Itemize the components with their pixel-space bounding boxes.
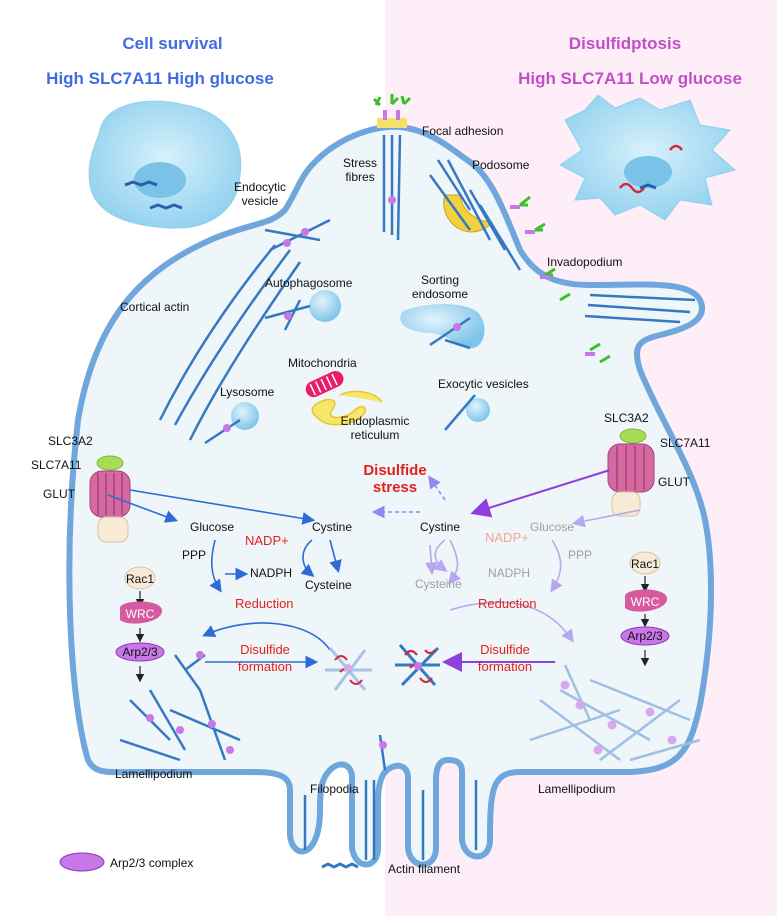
- arp23-right-label: Arp2/3: [627, 629, 663, 643]
- ppp-right-label: PPP: [568, 548, 593, 562]
- arp23-left-shape: [115, 642, 165, 662]
- rac1-left-shape: [124, 566, 156, 590]
- glut-right: [611, 491, 641, 517]
- glut-left-label: GLUT: [43, 487, 76, 501]
- slc3a2-left: [96, 455, 124, 471]
- mitochondria: [305, 371, 344, 398]
- nadph-right-label: NADPH: [488, 566, 531, 580]
- cortical-actin-label: Cortical actin: [120, 300, 190, 314]
- stress-fibres-label-1: Stress: [342, 156, 377, 170]
- slc7a11-left: [89, 470, 131, 518]
- sorting-endosome-label-1: Sorting: [420, 273, 460, 287]
- reduction-left-label: Reduction: [235, 596, 294, 611]
- legend-arp23-icon: [59, 852, 105, 872]
- disulfide-formation-left-label-2: formation: [237, 659, 293, 674]
- left-pathway-arrows: [107, 489, 342, 669]
- slc7a11-right: [607, 443, 655, 493]
- endoplasmic-reticulum: [311, 390, 383, 426]
- cell-membrane: [66, 123, 715, 868]
- slc3a2-right: [619, 428, 647, 444]
- rac1-right-shape: [629, 551, 661, 575]
- cystine-right-label: Cystine: [420, 520, 461, 534]
- lamellipodium-right-arp: [560, 680, 677, 755]
- stress-fibres-label-2: fibres: [345, 170, 375, 184]
- invadopodium-label: Invadopodium: [547, 255, 623, 269]
- reduction-right-label: Reduction: [478, 596, 537, 611]
- rac1-left-label: Rac1: [125, 572, 154, 586]
- legend-arp23-label: Arp2/3 complex: [110, 856, 194, 870]
- nadph-left-label: NADPH: [250, 566, 293, 580]
- endocytic-vesicle-label-1: Endocytic: [233, 180, 287, 194]
- slc7a11-left-label: SLC7A11: [31, 458, 82, 472]
- slc7a11-right-label: SLC7A11: [660, 436, 711, 450]
- lamellipodium-right-actin: [529, 664, 701, 762]
- disulfide-formation-right-label-1: Disulfide: [480, 642, 530, 657]
- cortical-actin: [158, 218, 331, 441]
- focal-adhesion-label: Focal adhesion: [422, 124, 504, 138]
- stress-fibres: [382, 134, 402, 241]
- wrc-right-shape: [625, 589, 668, 612]
- endoplasmic-reticulum-label-2: reticulum: [350, 428, 400, 442]
- left-subtitle: High SLC7A11 High glucose: [46, 69, 274, 88]
- wrc-left-label: WRC: [125, 607, 155, 621]
- right-pathway-arrows: [371, 469, 641, 672]
- autophagosome: [309, 290, 341, 322]
- disulfide-aggregate-left: [325, 647, 372, 691]
- podosome-label: Podosome: [472, 158, 530, 172]
- mitochondria-label: Mitochondria: [288, 356, 357, 370]
- membrane-adhesions-right: [510, 195, 611, 364]
- glucose-right-label: Glucose: [530, 520, 575, 534]
- wrc-right-label: WRC: [630, 595, 660, 609]
- filopodia-actin: [303, 734, 478, 860]
- cysteine-right-label: Cysteine: [415, 577, 462, 591]
- filopodia-label: Filopodia: [310, 782, 359, 796]
- disulfide-stress-label-2: stress: [372, 479, 418, 496]
- lamellipodium-left-arp: [146, 651, 234, 754]
- ppp-left-label: PPP: [182, 548, 207, 562]
- right-title: Disulfidptosis: [568, 34, 682, 53]
- podosome-actin: [428, 159, 522, 271]
- glut-right-label: GLUT: [658, 475, 691, 489]
- glucose-left-label: Glucose: [190, 520, 235, 534]
- disulfide-stress-label-1: Disulfide: [363, 462, 427, 479]
- exocytic-vesicles-label: Exocytic vesicles: [438, 377, 529, 391]
- left-title: Cell survival: [122, 34, 223, 53]
- lamellipodium-right-label: Lamellipodium: [538, 782, 616, 796]
- focal-adhesion-icon: [372, 94, 412, 128]
- endoplasmic-reticulum-label-1: Endoplasmic: [340, 414, 410, 428]
- slc3a2-right-label: SLC3A2: [604, 411, 649, 425]
- endocytic-vesicle-label-2: vesicle: [241, 194, 279, 208]
- cysteine-left-label: Cysteine: [305, 578, 352, 592]
- lysosome-label: Lysosome: [220, 385, 275, 399]
- lamellipodium-left-label: Lamellipodium: [115, 767, 193, 781]
- disulfide-aggregate-right: [395, 644, 440, 687]
- cystine-left-label: Cystine: [312, 520, 353, 534]
- arp23-right-shape: [620, 626, 670, 646]
- glut-left: [97, 516, 129, 543]
- right-subtitle: High SLC7A11 Low glucose: [518, 69, 742, 88]
- invadopodium-actin: [584, 293, 696, 324]
- sorting-endosome-label-2: endosome: [411, 287, 469, 301]
- exocytic-vesicle: [466, 398, 490, 422]
- disulfide-formation-right-label-2: formation: [477, 659, 533, 674]
- slc3a2-left-label: SLC3A2: [48, 434, 93, 448]
- lysosome: [231, 402, 259, 430]
- sorting-endosome: [400, 304, 485, 349]
- nadp-plus-right-label: NADP+: [485, 530, 529, 545]
- nadp-plus-left-label: NADP+: [245, 533, 289, 548]
- legend-actin-icon: [321, 862, 359, 869]
- legend-actin-label: Actin filament: [388, 862, 461, 876]
- disulfide-formation-left-label-1: Disulfide: [240, 642, 290, 657]
- rac1-right-label: Rac1: [630, 557, 659, 571]
- autophagosome-label: Autophagosome: [265, 276, 353, 290]
- arp23-left-label: Arp2/3: [122, 645, 158, 659]
- wrc-left-shape: [120, 601, 163, 624]
